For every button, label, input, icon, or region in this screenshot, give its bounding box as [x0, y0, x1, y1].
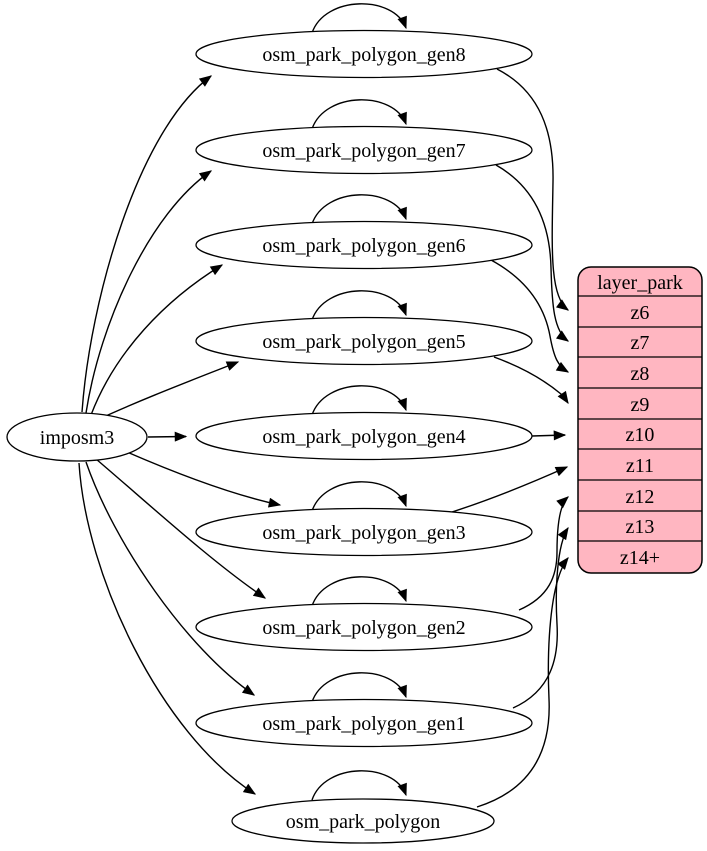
layer-park-title: layer_park — [597, 272, 683, 294]
gen2-label: osm_park_polygon_gen2 — [262, 617, 465, 639]
gen8-label: osm_park_polygon_gen8 — [262, 44, 465, 66]
edge-gen4-z10 — [531, 430, 567, 441]
self-loop-gen2 — [311, 576, 407, 607]
gen7-label: osm_park_polygon_gen7 — [262, 140, 465, 162]
osm-park-polygon-label: osm_park_polygon — [286, 811, 440, 833]
row-z7: z7 — [631, 332, 650, 354]
node-osm-park-polygon-gen4: osm_park_polygon_gen4 — [195, 411, 533, 461]
gen8-ellipse — [195, 29, 533, 79]
row-z11: z11 — [626, 455, 654, 477]
edge-imposm3-osm-park-polygon — [78, 462, 257, 795]
imposm3-ellipse — [6, 412, 148, 462]
node-imposm3: imposm3 — [6, 412, 148, 462]
node-layer-park: layer_park z6 z7 z8 z9 z10 z11 z12 z13 z… — [577, 266, 703, 574]
edge-imposm3-gen5 — [98, 361, 240, 420]
self-loop-osm-park-polygon — [311, 770, 407, 801]
self-loop-gen4 — [311, 385, 407, 416]
edge-imposm3-gen4 — [147, 431, 188, 442]
gen3-ellipse — [195, 507, 533, 557]
gen5-ellipse — [195, 316, 533, 366]
self-loop-gen8 — [311, 3, 407, 34]
self-loop-gen7 — [311, 99, 407, 130]
gen3-label: osm_park_polygon_gen3 — [262, 522, 465, 544]
gen6-ellipse — [195, 220, 533, 270]
row-z8: z8 — [631, 363, 650, 385]
edges-to-layer — [451, 68, 570, 808]
edge-imposm3-gen8 — [81, 75, 213, 413]
node-osm-park-polygon-gen3: osm_park_polygon_gen3 — [195, 507, 533, 557]
edge-gen8-z6 — [496, 68, 570, 311]
layer-park-body — [577, 266, 703, 574]
gen4-label: osm_park_polygon_gen4 — [262, 426, 465, 448]
row-z13: z13 — [626, 516, 655, 538]
gen2-ellipse — [195, 602, 533, 652]
node-osm-park-polygon-gen7: osm_park_polygon_gen7 — [195, 125, 533, 175]
gen6-label: osm_park_polygon_gen6 — [262, 235, 465, 257]
edges-from-source — [78, 75, 282, 795]
edge-gen6-z8 — [490, 259, 570, 373]
edge-gen5-z9 — [493, 356, 569, 405]
node-osm-park-polygon-gen6: osm_park_polygon_gen6 — [195, 220, 533, 270]
self-loop-edges — [311, 3, 407, 801]
node-osm-park-polygon-gen8: osm_park_polygon_gen8 — [195, 29, 533, 79]
edge-gen7-z7 — [495, 164, 570, 342]
self-loop-gen3 — [311, 481, 407, 512]
node-osm-park-polygon-gen1: osm_park_polygon_gen1 — [195, 698, 533, 748]
gen7-ellipse — [195, 125, 533, 175]
edge-gen3-z11 — [451, 466, 569, 513]
row-z12: z12 — [626, 486, 655, 508]
gen1-label: osm_park_polygon_gen1 — [262, 713, 465, 735]
edge-gen2-z12 — [518, 496, 569, 611]
edge-imposm3-gen2 — [95, 458, 267, 599]
gen4-ellipse — [195, 411, 533, 461]
gen5-label: osm_park_polygon_gen5 — [262, 331, 465, 353]
self-loop-gen1 — [311, 672, 407, 703]
edge-gen1-z13 — [512, 526, 569, 709]
edge-osm-park-polygon-z14plus — [476, 557, 569, 808]
row-z6: z6 — [631, 302, 650, 324]
self-loop-gen5 — [311, 290, 407, 321]
node-osm-park-polygon: osm_park_polygon — [231, 798, 495, 844]
edge-imposm3-gen6 — [90, 264, 224, 416]
imposm3-label: imposm3 — [40, 427, 114, 449]
row-z9: z9 — [631, 394, 650, 416]
edge-imposm3-gen3 — [126, 451, 282, 508]
node-osm-park-polygon-gen2: osm_park_polygon_gen2 — [195, 602, 533, 652]
row-z10: z10 — [626, 424, 655, 446]
row-z14plus: z14+ — [620, 547, 660, 569]
edge-imposm3-gen1 — [85, 461, 256, 696]
edge-imposm3-gen7 — [85, 170, 213, 414]
node-osm-park-polygon-gen5: osm_park_polygon_gen5 — [195, 316, 533, 366]
self-loop-gen6 — [311, 194, 407, 225]
osm-park-polygon-ellipse — [231, 798, 495, 844]
gen1-ellipse — [195, 698, 533, 748]
